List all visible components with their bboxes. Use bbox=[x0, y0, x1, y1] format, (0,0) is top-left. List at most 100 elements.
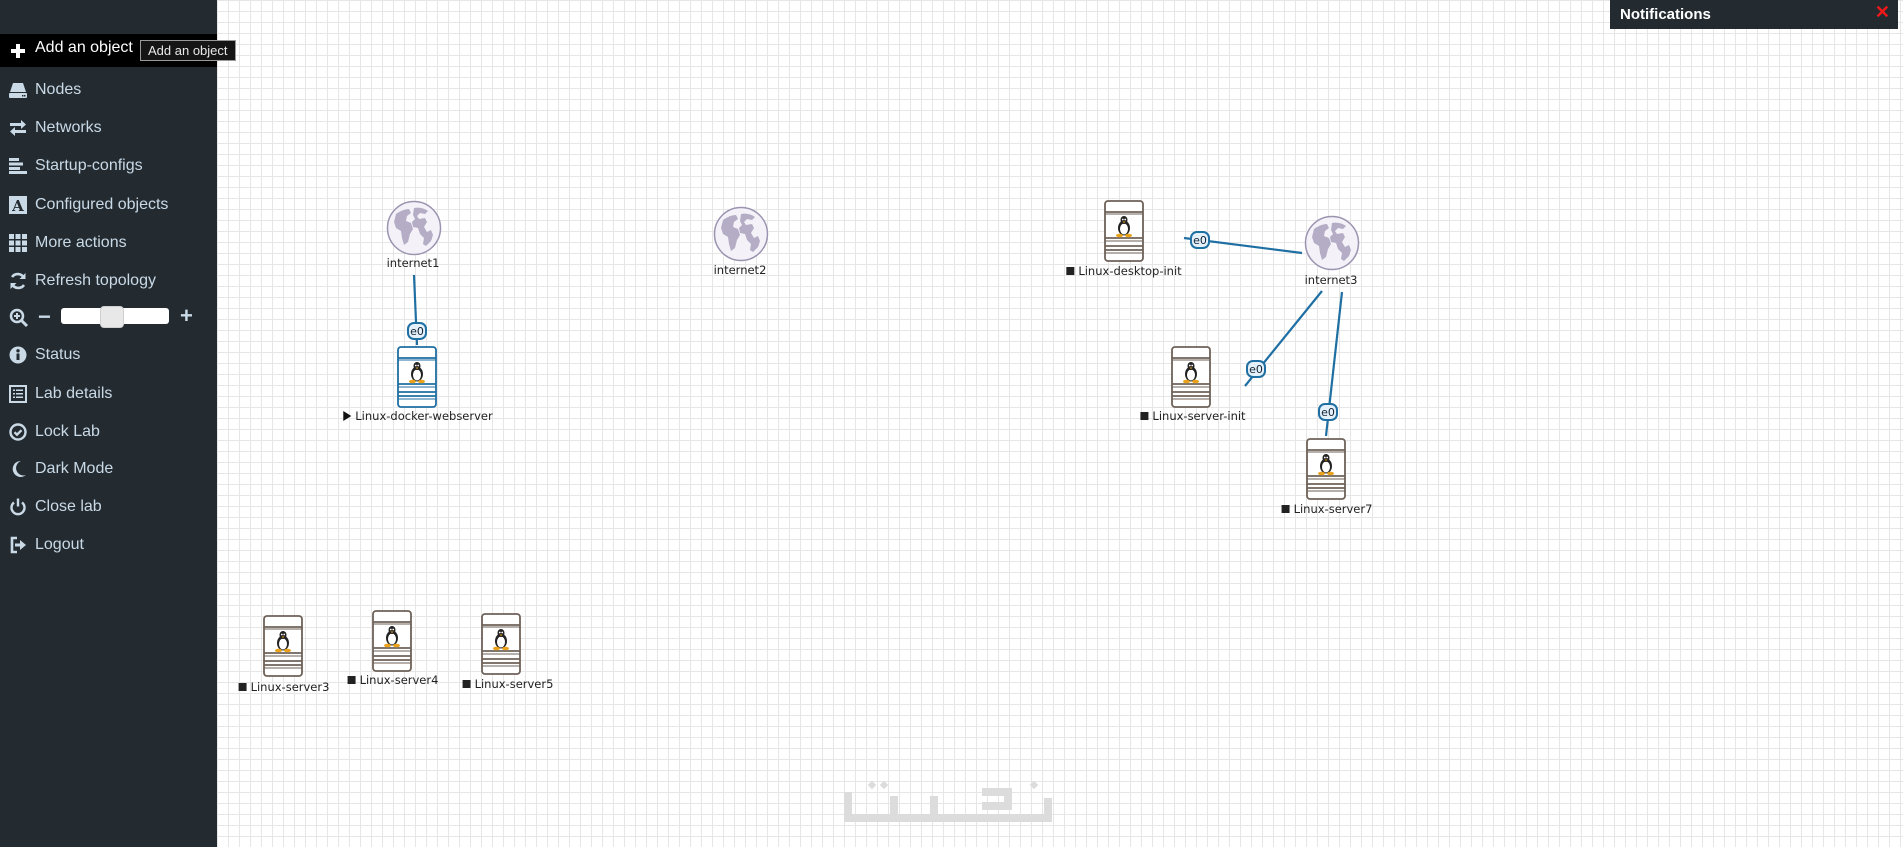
sidebar-item-label: More actions bbox=[35, 234, 127, 251]
stopped-icon bbox=[347, 676, 356, 684]
sidebar-item-label: Startup-configs bbox=[35, 157, 143, 174]
sidebar-item-nodes[interactable]: Nodes bbox=[0, 71, 217, 109]
node-linux-desktop-init[interactable] bbox=[1104, 200, 1144, 262]
stopped-icon bbox=[462, 680, 471, 688]
topology-canvas[interactable] bbox=[217, 0, 1903, 847]
sidebar-item-close-lab[interactable]: Close lab bbox=[0, 488, 217, 526]
network-internet3[interactable] bbox=[1304, 215, 1360, 271]
svg-text:A: A bbox=[11, 197, 24, 214]
globe-icon bbox=[713, 206, 769, 262]
stopped-icon bbox=[1140, 412, 1149, 420]
sidebar-item-label: Lab details bbox=[35, 385, 113, 402]
node-label-text: Linux-server5 bbox=[474, 677, 554, 691]
sidebar-item-label: Logout bbox=[35, 536, 84, 553]
plus-icon bbox=[8, 43, 28, 59]
zoom-control: − + bbox=[0, 300, 217, 336]
align-left-icon bbox=[8, 158, 28, 174]
linux-server-icon bbox=[481, 613, 521, 675]
linux-server-icon bbox=[1171, 346, 1211, 408]
sidebar-item-more-actions[interactable]: More actions bbox=[0, 224, 217, 262]
node-label: Linux-server3 bbox=[238, 680, 330, 694]
node-linux-server3[interactable] bbox=[263, 615, 303, 677]
node-label: Linux-desktop-init bbox=[1066, 264, 1182, 278]
notifications-panel: Notifications ✕ bbox=[1610, 0, 1898, 29]
zoom-in-button[interactable]: + bbox=[180, 303, 193, 328]
tooltip: Add an object bbox=[140, 40, 236, 61]
network-label: internet3 bbox=[1304, 273, 1358, 287]
running-icon bbox=[343, 411, 352, 421]
sidebar-item-refresh-topology[interactable]: Refresh topology bbox=[0, 262, 217, 300]
node-linux-server7[interactable] bbox=[1306, 438, 1346, 500]
network-label: internet2 bbox=[713, 263, 767, 277]
notifications-title: Notifications bbox=[1620, 6, 1711, 23]
sidebar: Add an object Nodes Networks Startup-con… bbox=[0, 0, 217, 847]
node-label-text: Linux-server-init bbox=[1152, 409, 1246, 423]
linux-server-icon bbox=[1306, 438, 1346, 500]
info-icon bbox=[8, 346, 28, 364]
zoom-slider[interactable] bbox=[61, 306, 169, 328]
sidebar-item-label: Refresh topology bbox=[35, 272, 156, 289]
stopped-icon bbox=[1066, 267, 1075, 275]
sidebar-item-lock-lab[interactable]: Lock Lab bbox=[0, 413, 217, 451]
network-internet1[interactable] bbox=[386, 200, 442, 256]
moon-icon bbox=[8, 460, 28, 478]
linux-server-icon bbox=[397, 346, 437, 408]
node-linux-server5[interactable] bbox=[481, 613, 521, 675]
linux-server-icon bbox=[372, 610, 412, 672]
network-label: internet1 bbox=[386, 256, 440, 270]
node-label-text: Linux-server3 bbox=[250, 680, 330, 694]
globe-icon bbox=[386, 200, 442, 256]
sidebar-item-label: Close lab bbox=[35, 498, 102, 515]
sidebar-item-label: Configured objects bbox=[35, 196, 169, 213]
node-label-text: Linux-server4 bbox=[359, 673, 439, 687]
sidebar-item-label: Add an object bbox=[35, 38, 133, 56]
node-label: Linux-server7 bbox=[1281, 502, 1373, 516]
globe-icon bbox=[1304, 215, 1360, 271]
sidebar-item-label: Status bbox=[35, 346, 81, 363]
node-linux-server-init[interactable] bbox=[1171, 346, 1211, 408]
interface-badge[interactable]: e0 bbox=[407, 322, 427, 340]
font-a-icon: A bbox=[8, 196, 28, 214]
interface-badge[interactable]: e0 bbox=[1190, 231, 1210, 249]
zoom-in-icon bbox=[9, 308, 29, 333]
interface-badge[interactable]: e0 bbox=[1246, 360, 1266, 378]
stopped-icon bbox=[238, 683, 247, 691]
sidebar-item-configured-objects[interactable]: A Configured objects bbox=[0, 186, 217, 224]
sidebar-item-dark-mode[interactable]: Dark Mode bbox=[0, 450, 217, 488]
network-internet2[interactable] bbox=[713, 206, 769, 262]
zoom-slider-thumb[interactable] bbox=[100, 306, 124, 328]
interface-badge[interactable]: e0 bbox=[1318, 403, 1338, 421]
sidebar-item-logout[interactable]: Logout bbox=[0, 526, 217, 564]
sidebar-item-label: Nodes bbox=[35, 81, 82, 98]
exchange-arrows-icon bbox=[8, 120, 28, 136]
sidebar-item-label: Dark Mode bbox=[35, 460, 114, 477]
sidebar-item-label: Networks bbox=[35, 119, 102, 136]
watermark-logo bbox=[844, 780, 1052, 822]
sidebar-item-label: Lock Lab bbox=[35, 423, 100, 440]
power-icon bbox=[8, 498, 28, 516]
node-linux-server4[interactable] bbox=[372, 610, 412, 672]
sidebar-item-status[interactable]: Status bbox=[0, 336, 217, 374]
list-icon bbox=[8, 385, 28, 403]
node-label: Linux-docker-webserver bbox=[343, 409, 493, 423]
refresh-icon bbox=[8, 272, 28, 290]
node-label: Linux-server5 bbox=[462, 677, 554, 691]
stopped-icon bbox=[1281, 505, 1290, 513]
node-label-text: Linux-docker-webserver bbox=[355, 409, 493, 423]
close-icon[interactable]: ✕ bbox=[1874, 2, 1890, 22]
node-label: Linux-server-init bbox=[1140, 409, 1246, 423]
grid-icon bbox=[8, 234, 28, 252]
hard-drive-icon bbox=[8, 82, 28, 98]
node-label-text: Linux-server7 bbox=[1293, 502, 1373, 516]
linux-server-icon bbox=[263, 615, 303, 677]
zoom-out-button[interactable]: − bbox=[38, 304, 51, 329]
check-circle-icon bbox=[8, 423, 28, 441]
node-linux-docker-webserver[interactable] bbox=[397, 346, 437, 408]
sidebar-item-lab-details[interactable]: Lab details bbox=[0, 375, 217, 413]
node-label: Linux-server4 bbox=[347, 673, 439, 687]
sidebar-item-networks[interactable]: Networks bbox=[0, 109, 217, 147]
sidebar-item-startup-configs[interactable]: Startup-configs bbox=[0, 147, 217, 185]
node-label-text: Linux-desktop-init bbox=[1078, 264, 1182, 278]
sign-out-icon bbox=[8, 536, 28, 554]
linux-server-icon bbox=[1104, 200, 1144, 262]
